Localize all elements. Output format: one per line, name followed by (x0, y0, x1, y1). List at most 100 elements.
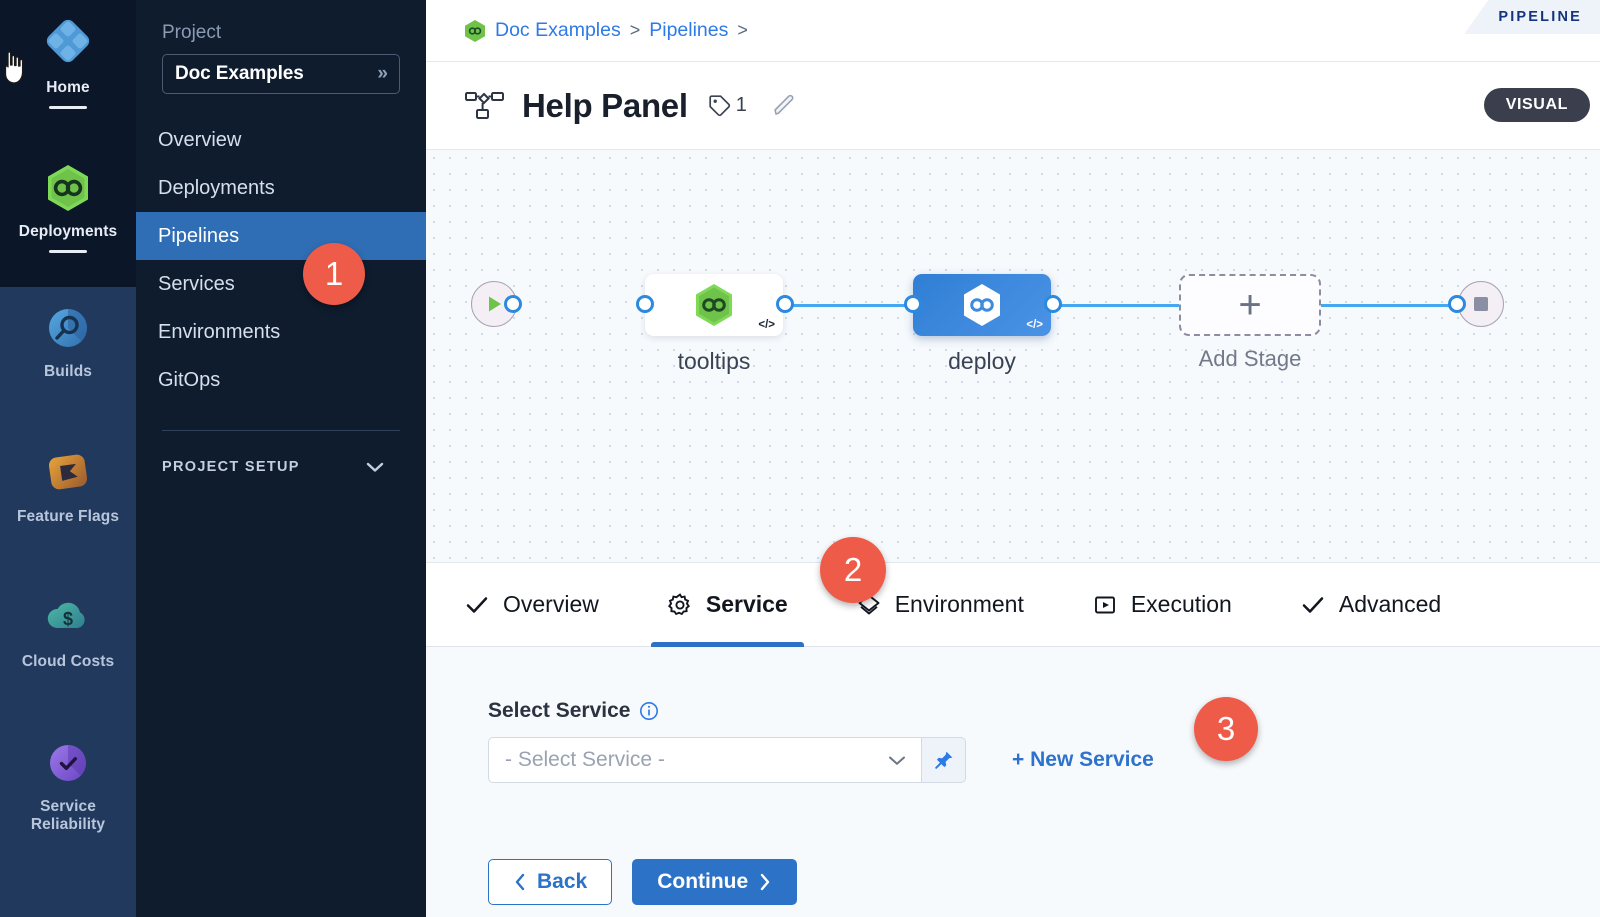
add-stage-label: Add Stage (1198, 346, 1302, 371)
feature-flags-icon (48, 454, 88, 490)
tooltips-output-port[interactable] (776, 295, 794, 313)
sidebar-item-label: Services (158, 272, 235, 295)
rail-item-feature-flags[interactable]: Feature Flags (0, 445, 136, 526)
tab-execution[interactable]: Execution (1092, 563, 1232, 647)
back-button-label: Back (537, 870, 588, 893)
project-nav-list: Overview Deployments Pipelines Services … (136, 116, 462, 404)
stage-node-deploy[interactable]: </> (913, 274, 1051, 336)
form-actions: Back Continue (488, 859, 1600, 905)
sidebar-item-label: Deployments (158, 176, 275, 199)
step-badge-number: 2 (843, 551, 863, 588)
ribbon-label: PIPELINE (1498, 9, 1582, 25)
step-badge-3: 3 (1194, 697, 1258, 761)
edge-deploy-to-addstage (1048, 304, 1193, 307)
pin-service-button[interactable] (922, 737, 966, 783)
tag-count: 1 (735, 94, 747, 116)
project-section-label: Project (162, 22, 222, 43)
chevron-down-icon (366, 462, 384, 472)
check-icon (466, 596, 488, 613)
chevron-down-icon (889, 756, 905, 765)
step-badge-1: 1 (303, 243, 365, 305)
page-header: Help Panel 1 VISUAL (426, 62, 1600, 150)
add-stage-node[interactable]: + (1179, 274, 1321, 336)
rail-item-cloud-costs[interactable]: $ Cloud Costs (0, 590, 136, 671)
sidebar-divider (162, 430, 400, 431)
tab-label: Environment (894, 591, 1024, 617)
sidebar-item-gitops[interactable]: GitOps (136, 356, 426, 404)
check-icon (1302, 596, 1324, 613)
tab-service[interactable]: Service (650, 563, 804, 647)
sidebar-item-overview[interactable]: Overview (136, 116, 426, 164)
sidebar-item-pipelines[interactable]: Pipelines (136, 212, 462, 260)
rail-item-home[interactable]: Home (0, 16, 136, 110)
tag-badge[interactable]: 1 (706, 92, 747, 119)
sidebar-item-label: Environments (158, 320, 281, 343)
project-selector[interactable]: Doc Examples » (162, 54, 400, 94)
breadcrumb-separator: > (737, 20, 748, 40)
gear-icon (667, 592, 690, 615)
harness-hex-green-icon (696, 284, 732, 326)
tooltips-input-port[interactable] (636, 295, 654, 313)
tab-label: Service (705, 591, 788, 617)
sidebar-item-services[interactable]: Services (136, 260, 426, 308)
tab-environment[interactable]: Environment (856, 563, 1024, 647)
breadcrumb-link-pipelines[interactable]: Pipelines (649, 19, 729, 41)
new-service-link[interactable]: + New Service (1012, 748, 1154, 771)
mouse-cursor-pointing-hand-icon (4, 51, 24, 84)
chevron-left-icon (515, 873, 525, 891)
mode-badge-visual[interactable]: VISUAL (1483, 88, 1590, 122)
sidebar-item-label: GitOps (158, 368, 221, 391)
breadcrumb-separator: > (629, 20, 641, 40)
select-service-label-row: Select Service (488, 699, 1600, 723)
tag-icon (709, 95, 730, 117)
sidebar-item-environments[interactable]: Environments (136, 308, 426, 356)
rail-item-label: Service Reliability (30, 798, 106, 834)
stage-config-tabs: Overview Service Envir (426, 563, 1600, 647)
rail-item-deployments[interactable]: Deployments (0, 160, 136, 254)
tab-label: Advanced (1338, 591, 1442, 617)
breadcrumb-link-project[interactable]: Doc Examples (495, 19, 621, 41)
pencil-edit-icon[interactable] (771, 93, 797, 119)
plus-icon: + (1238, 283, 1262, 327)
select-service-value: - Select Service - (505, 748, 665, 771)
stage-label-tooltips: tooltips (677, 348, 751, 374)
sidebar-item-deployments[interactable]: Deployments (136, 164, 426, 212)
pipeline-canvas[interactable]: </> tooltips </> deploy + Add (426, 150, 1600, 563)
back-button[interactable]: Back (488, 859, 613, 905)
select-service-dropdown[interactable]: - Select Service - (488, 737, 922, 783)
chevron-right-icon (760, 873, 770, 891)
project-setup-section[interactable]: PROJECT SETUP (162, 459, 400, 475)
breadcrumb: Doc Examples > Pipelines > PIPELINE (426, 0, 1600, 62)
rail-item-label: Home (46, 79, 90, 96)
tab-advanced[interactable]: Advanced (1300, 563, 1441, 647)
tab-overview[interactable]: Overview (464, 563, 599, 647)
deploy-output-port[interactable] (1044, 295, 1062, 313)
service-form-panel: Select Service - Select Service - (426, 647, 1600, 917)
start-node-output-port[interactable] (504, 295, 522, 313)
rail-item-label: Cloud Costs (21, 653, 115, 670)
rail-item-service-reliability[interactable]: Service Reliability (0, 735, 136, 835)
sidebar-item-label: Overview (158, 128, 242, 151)
info-circle-icon[interactable] (639, 701, 659, 721)
step-badge-number: 3 (1216, 710, 1236, 747)
edge-addstage-to-end (1317, 304, 1462, 307)
pipeline-nodes-icon (465, 91, 504, 119)
svg-text:$: $ (63, 609, 73, 629)
builds-icon (49, 309, 87, 347)
play-box-icon (1094, 596, 1115, 613)
deploy-input-port[interactable] (904, 295, 922, 313)
rail-item-label: Feature Flags (16, 508, 120, 525)
rail-item-builds[interactable]: Builds (0, 300, 136, 381)
pin-icon (934, 751, 952, 769)
step-badge-2: 2 (820, 537, 886, 603)
project-sidebar: Project Doc Examples » Overview Deployme… (136, 0, 462, 917)
stage-node-tooltips[interactable]: </> (645, 274, 783, 336)
harness-hex-icon (465, 19, 485, 42)
stage-code-badge: </> (1026, 319, 1043, 331)
continue-button[interactable]: Continue (632, 859, 798, 905)
select-service-row: - Select Service - + New Service (488, 737, 1600, 783)
pipeline-studio-ribbon: PIPELINE (1464, 0, 1600, 34)
stop-square-icon (1474, 297, 1488, 311)
end-node-input-port[interactable] (1448, 295, 1466, 313)
